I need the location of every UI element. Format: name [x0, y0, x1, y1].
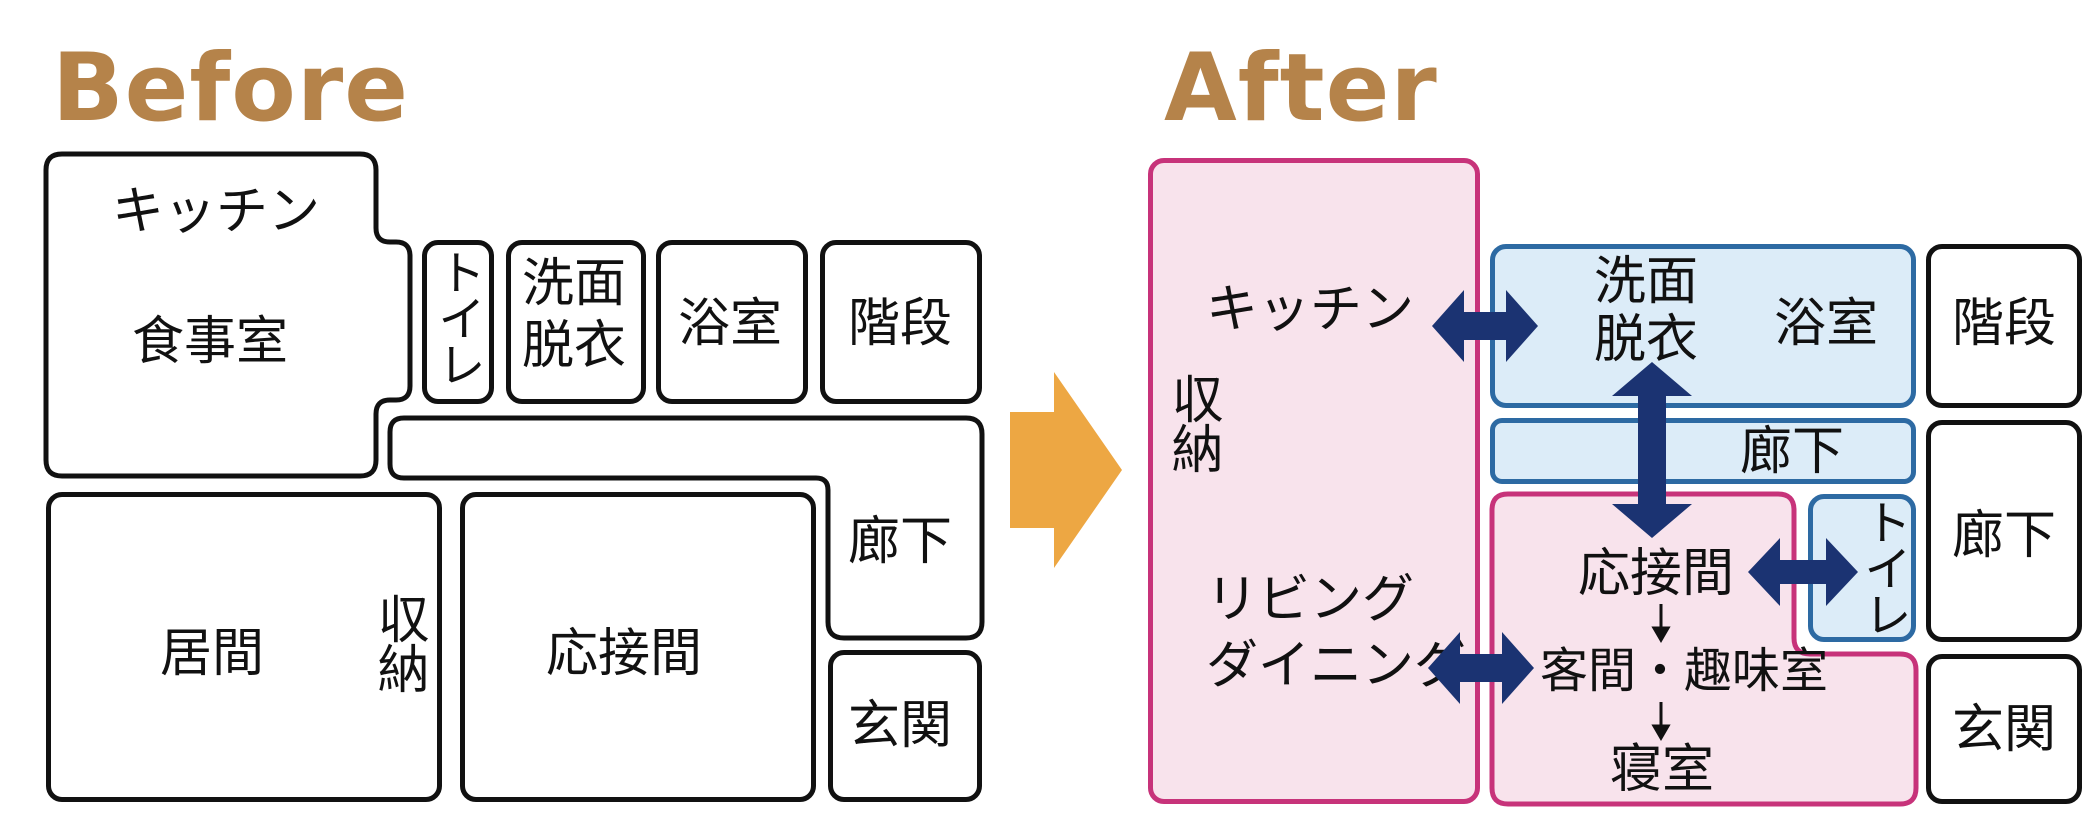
before-bath	[656, 240, 808, 404]
before-heading: Before	[52, 34, 409, 143]
after-living-label-1: リビング	[1206, 570, 1415, 630]
after-heading: After	[1164, 34, 1438, 143]
double-arrow-reception-toilet	[1748, 538, 1858, 606]
before-washroom	[506, 240, 646, 404]
before-dining-label: 食事室	[132, 312, 289, 372]
after-entrance-label: 玄関	[1952, 700, 2057, 760]
after-living-block	[1148, 158, 1480, 804]
before-reception	[460, 492, 816, 802]
before-living-label: 居間	[160, 624, 265, 684]
after-bath-label: 浴室	[1774, 294, 1879, 354]
after-guest-hobby-label: 客間・趣味室	[1540, 643, 1829, 699]
before-toilet	[422, 240, 494, 404]
after-stairs	[1926, 244, 2082, 408]
before-living	[46, 492, 442, 802]
after-corridor-inner-label: 廊下	[1740, 422, 1845, 482]
after-washroom-label-2: 脱衣	[1594, 310, 1699, 370]
after-reception-label: 応接間	[1578, 544, 1735, 604]
after-corridor-inner	[1490, 418, 1916, 484]
small-arrow-reception-guest	[1651, 604, 1671, 643]
before-reception-label: 応接間	[546, 624, 703, 684]
after-toilet-label: トイレ	[1854, 498, 1911, 636]
double-arrow-washroom-reception	[1612, 362, 1692, 538]
before-toilet-label: トイレ	[428, 248, 485, 386]
after-washroom-label-1: 洗面	[1594, 252, 1699, 312]
before-bath-label: 浴室	[678, 294, 783, 354]
after-living-label-2: ダイニング	[1206, 636, 1467, 696]
after-corridor	[1926, 420, 2082, 642]
after-bedroom-label: 寝室	[1610, 740, 1715, 800]
before-corridor-outline	[387, 415, 985, 641]
after-storage-label: 収納	[1162, 372, 1223, 472]
after-toilet	[1808, 494, 1916, 642]
small-arrow-guest-bedroom	[1651, 702, 1671, 741]
after-entrance	[1926, 654, 2082, 804]
before-stairs-label: 階段	[848, 294, 953, 354]
before-entrance	[828, 650, 982, 802]
after-washroom-bath	[1490, 244, 1916, 408]
double-arrow-living-guest	[1428, 632, 1534, 704]
before-stairs	[820, 240, 982, 404]
before-washroom-label-2: 脱衣	[522, 316, 627, 376]
before-storage-label: 収納	[368, 592, 429, 692]
after-kitchen-label: キッチン	[1206, 280, 1415, 340]
before-washroom-label-1: 洗面	[522, 254, 627, 314]
double-arrow-kitchen-washroom	[1432, 290, 1538, 362]
before-corridor-label: 廊下	[848, 512, 953, 572]
after-corridor-label: 廊下	[1952, 506, 2057, 566]
after-stairs-label: 階段	[1952, 294, 2057, 354]
before-entrance-label: 玄関	[848, 696, 953, 756]
before-kitchen-label: キッチン	[112, 182, 321, 242]
